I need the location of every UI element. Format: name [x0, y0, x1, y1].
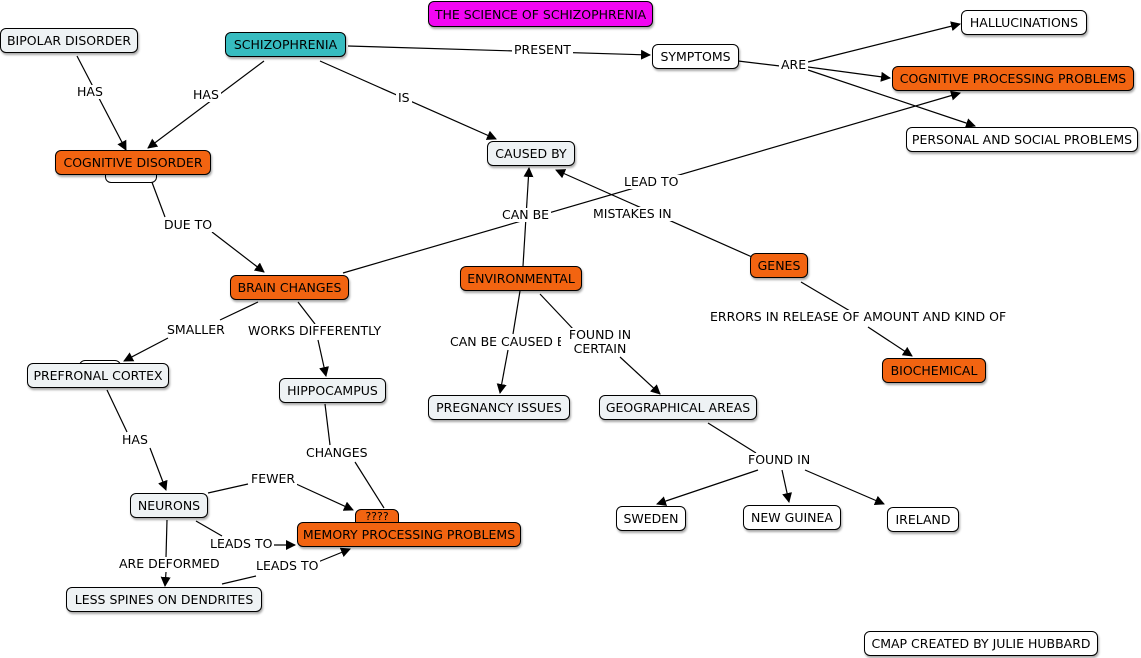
concept-biochemical[interactable]: BIOCHEMICAL	[882, 358, 986, 383]
concept-label: LESS SPINES ON DENDRITES	[74, 592, 254, 607]
concept-label: COGNITIVE DISORDER	[63, 155, 203, 170]
concept-bipolar-disorder[interactable]: BIPOLAR DISORDER	[0, 28, 138, 53]
link-lead-to: LEAD TO	[622, 174, 681, 189]
concept-label: HIPPOCAMPUS	[287, 383, 378, 398]
concept-label: MEMORY PROCESSING PROBLEMS	[302, 527, 516, 542]
concept-geographical-areas[interactable]: GEOGRAPHICAL AREAS	[599, 395, 757, 420]
concept-cognitive-disorder[interactable]: COGNITIVE DISORDER	[55, 150, 211, 175]
concept-sweden[interactable]: SWEDEN	[616, 506, 686, 531]
link-found-in-certain: FOUND IN CERTAIN	[561, 328, 639, 356]
concept-label: PREGNANCY ISSUES	[436, 400, 562, 415]
map-title: THE SCIENCE OF SCHIZOPHRENIA	[428, 1, 653, 27]
concept-neurons[interactable]: NEURONS	[130, 493, 208, 518]
concept-schizophrenia[interactable]: SCHIZOPHRENIA	[225, 32, 346, 57]
concept-label: GEOGRAPHICAL AREAS	[605, 400, 751, 415]
concept-hallucinations[interactable]: HALLUCINATIONS	[961, 10, 1087, 35]
link-has: HAS	[191, 87, 221, 102]
link-fewer: FEWER	[249, 471, 298, 486]
concept-label: SYMPTOMS	[660, 49, 731, 64]
concept-label: ENVIRONMENTAL	[467, 271, 575, 286]
link-are: ARE	[779, 57, 809, 72]
concept-label: SCHIZOPHRENIA	[233, 37, 338, 52]
map-title-text: THE SCIENCE OF SCHIZOPHRENIA	[434, 6, 647, 22]
concept-personal-social-problems[interactable]: PERSONAL AND SOCIAL PROBLEMS	[906, 127, 1138, 152]
concept-less-spines-on-dendrites[interactable]: LESS SPINES ON DENDRITES	[66, 587, 262, 612]
link-is: IS	[396, 90, 412, 105]
link-leads-to: LEADS TO	[208, 536, 275, 551]
concept-label: SWEDEN	[623, 511, 679, 526]
concept-hippocampus[interactable]: HIPPOCAMPUS	[279, 378, 386, 403]
concept-caused-by[interactable]: CAUSED BY	[487, 141, 575, 166]
concept-symptoms[interactable]: SYMPTOMS	[652, 44, 739, 69]
link-mistakes-in: MISTAKES IN	[591, 206, 674, 221]
credit-box: CMAP CREATED BY JULIE HUBBARD	[864, 631, 1098, 656]
link-present: PRESENT	[512, 42, 573, 57]
link-are-deformed: ARE DEFORMED	[117, 556, 222, 571]
concept-label: NEW GUINEA	[751, 510, 833, 525]
link-found-in: FOUND IN	[746, 452, 813, 467]
concept-environmental[interactable]: ENVIRONMENTAL	[460, 266, 582, 291]
concept-label: NEURONS	[137, 498, 201, 513]
concept-label: CAUSED BY	[495, 146, 567, 161]
link-has: HAS	[120, 432, 150, 447]
concept-label: GENES	[757, 258, 801, 273]
link-can-be-caused-by: CAN BE CAUSED BY	[448, 334, 575, 349]
concept-pregnancy-issues[interactable]: PREGNANCY ISSUES	[428, 395, 570, 420]
concept-label: PERSONAL AND SOCIAL PROBLEMS	[911, 132, 1133, 147]
concept-label: BIPOLAR DISORDER	[6, 33, 132, 48]
concept-genes[interactable]: GENES	[750, 253, 808, 278]
link-leads-to: LEADS TO	[254, 558, 321, 573]
link-changes: CHANGES	[304, 445, 370, 460]
link-can-be: CAN BE	[500, 207, 552, 222]
link-works-differently: WORKS DIFFERENTLY	[246, 323, 384, 338]
credit-text: CMAP CREATED BY JULIE HUBBARD	[871, 636, 1091, 651]
concept-ireland[interactable]: IRELAND	[887, 507, 959, 532]
concept-cognitive-processing-problems[interactable]: COGNITIVE PROCESSING PROBLEMS	[892, 66, 1134, 91]
concept-label: BRAIN CHANGES	[237, 280, 342, 295]
concept-label: PREFRONAL CORTEX	[33, 368, 163, 383]
concept-brain-changes[interactable]: BRAIN CHANGES	[230, 275, 349, 300]
concept-label: BIOCHEMICAL	[890, 363, 978, 378]
concept-label: COGNITIVE PROCESSING PROBLEMS	[899, 71, 1127, 86]
concept-label: IRELAND	[895, 512, 951, 527]
concept-new-guinea[interactable]: NEW GUINEA	[743, 505, 841, 530]
link-smaller: SMALLER	[165, 322, 227, 337]
link-has: HAS	[75, 84, 105, 99]
concept-memory-processing-problems[interactable]: MEMORY PROCESSING PROBLEMS	[297, 522, 521, 547]
concept-label: HALLUCINATIONS	[969, 15, 1079, 30]
link-errors-in-release: ERRORS IN RELEASE OF AMOUNT AND KIND OF	[708, 309, 1009, 324]
link-due-to: DUE TO	[162, 217, 215, 232]
concept-prefrontal-cortex[interactable]: PREFRONAL CORTEX	[27, 363, 169, 388]
concept-label: ????	[365, 510, 389, 523]
